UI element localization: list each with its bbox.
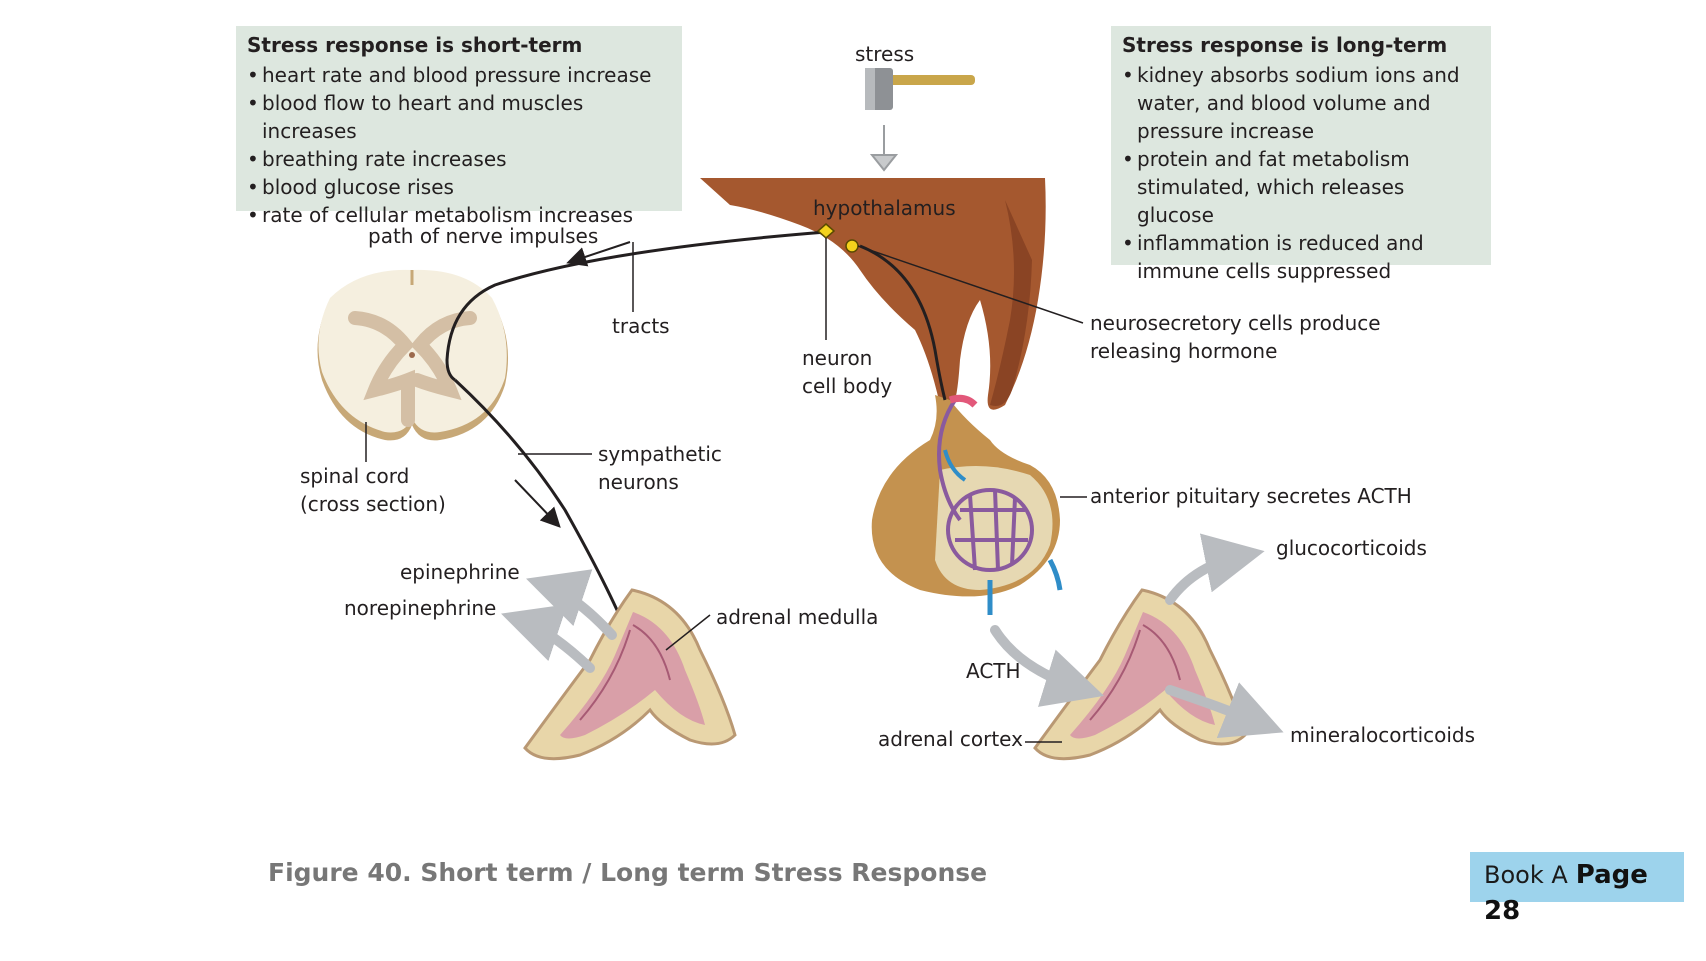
short-term-item: breathing rate increases [247,145,671,173]
tracts-label: tracts [612,314,670,338]
glucocorticoids-label: glucocorticoids [1276,536,1427,560]
leader-lines [365,238,1087,743]
capillary-network [937,398,1034,572]
neuron-cell-body-label: neuron cell body [802,346,893,398]
figure-caption: Figure 40. Short term / Long term Stress… [268,858,988,887]
long-term-panel: Stress response is long-term kidney abso… [1111,26,1491,283]
adrenal-cortex-label: adrenal cortex [878,727,1023,751]
adrenal-gland-left [523,588,737,761]
acth-label: ACTH [966,659,1021,683]
adrenal-medulla-label: adrenal medulla [716,605,879,629]
neurosecretory-cell-marker [845,239,859,253]
neurosecretory-label: neurosecretory cells produce releasing h… [1090,311,1381,363]
path-nerve-label: path of nerve impulses [368,224,599,248]
epinephrine-label: epinephrine [400,560,520,584]
short-term-title: Stress response is short-term [247,33,583,57]
short-term-item: blood flow to heart and muscles increase… [247,89,671,145]
short-term-item: heart rate and blood pressure increase [247,61,671,89]
long-term-item: protein and fat metabolism stimulated, w… [1122,145,1480,229]
anterior-pituitary-label: anterior pituitary secretes ACTH [1090,484,1412,508]
short-term-item: blood glucose rises [247,173,671,201]
long-term-title: Stress response is long-term [1122,33,1448,57]
long-term-list: kidney absorbs sodium ions and water, an… [1122,61,1480,285]
page-number: 28 [1484,896,1521,926]
long-term-item: inflammation is reduced and immune cells… [1122,229,1480,285]
hammer-icon [865,68,975,110]
short-term-panel: Stress response is short-term heart rate… [236,26,682,229]
adrenal-gland-right [1033,588,1247,761]
hormone-arrows [501,533,1284,738]
short-term-item: rate of cellular metabolism increases [247,201,671,229]
mineralocorticoids-label: mineralocorticoids [1290,723,1476,747]
long-term-item: kidney absorbs sodium ions and water, an… [1122,61,1480,145]
short-term-list: heart rate and blood pressure increase b… [247,61,671,229]
stress-label: stress [855,42,915,66]
book-label: Book A [1484,861,1568,889]
page-word: Page [1575,860,1648,890]
spinal-cord-label: spinal cord (cross section) [300,464,446,516]
norepinephrine-label: norepinephrine [344,596,497,620]
hypothalamus-label: hypothalamus [813,196,956,220]
sympathetic-neurons-label: sympathetic neurons [598,442,722,494]
hypothalamus-shape [700,178,1046,410]
stress-arrow [869,125,899,172]
